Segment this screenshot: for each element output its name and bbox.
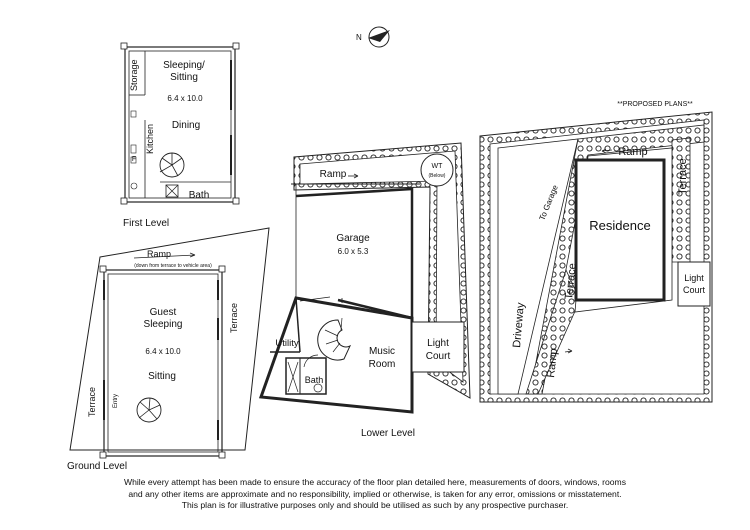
first-room-name: Sleeping/: [163, 60, 205, 71]
ground-spiral-stair-icon: [136, 397, 162, 423]
lower-ramp-label: Ramp: [320, 169, 347, 180]
ground-ramp-arrow-icon: [189, 252, 196, 258]
proposed-terrace-mid-label: Terrace: [563, 263, 579, 301]
residence-label: Residence: [589, 218, 650, 233]
ground-ramp-label: Ramp: [147, 249, 171, 259]
ground-room-name-2: Sleeping: [144, 319, 183, 330]
first-room-name-2: Sitting: [170, 72, 198, 83]
garage-walls: [295, 187, 414, 320]
ground-ramp-note: (down from terrace to vehicle area): [134, 263, 212, 269]
proposed-terrace-right-label: Terrace: [677, 158, 689, 195]
disclaimer-line-2: and any other items are approximate and …: [128, 488, 622, 499]
proposed-court-label: Court: [683, 285, 706, 295]
lower-bath-label: Bath: [305, 375, 324, 385]
first-dining-label: Dining: [172, 120, 200, 131]
lower-light-label: Light: [427, 338, 449, 349]
proposed-ramp-bottom-arrow-icon: [567, 348, 573, 354]
first-level-title: First Level: [123, 218, 169, 229]
music-room-walls: [258, 296, 414, 414]
residence-block: [574, 158, 666, 302]
water-tank-icon: [420, 153, 454, 187]
ground-terrace-left-label: Terrace: [87, 387, 97, 417]
first-bath-label: Bath: [189, 190, 210, 201]
ground-level-site-outline: [69, 227, 270, 451]
ground-level-room-outline: [103, 269, 223, 457]
lower-ramp-arrow-icon: [353, 173, 359, 179]
disclaimer-line-3: This plan is for illustrative purposes o…: [181, 500, 569, 510]
lower-light-court: [411, 321, 465, 373]
ground-sitting-label: Sitting: [148, 371, 176, 382]
proposed-ramp-top-arrow-icon: [601, 148, 607, 154]
proposed-light-label: Light: [684, 273, 704, 283]
wt-label: WT: [432, 163, 444, 170]
proposed-light-court: [677, 261, 711, 307]
disclaimer-line-1: While every attempt has been made to ens…: [123, 477, 627, 487]
first-level-outline: [124, 46, 236, 203]
garage-size: 6.0 x 5.3: [338, 247, 369, 256]
proposed-plans-title: **PROPOSED PLANS**: [617, 101, 693, 108]
first-room-size: 6.4 x 10.0: [167, 94, 203, 103]
proposed-plans: **PROPOSED PLANS** Ramp Terrace To Garag…: [479, 101, 713, 403]
lower-spiral-stair-icon: [317, 319, 352, 361]
lower-level-title: Lower Level: [361, 428, 415, 439]
first-fridge-label: F: [132, 156, 136, 163]
utility-label: Utility: [275, 338, 298, 349]
wt-note: (Below): [429, 173, 446, 179]
ground-terrace-right-label: Terrace: [229, 303, 239, 333]
north-compass-icon: N: [356, 26, 390, 48]
lower-court-label: Court: [426, 351, 451, 362]
bath-fixture-icon: [165, 184, 179, 198]
ground-entry-label: Entry: [113, 394, 119, 408]
toilet-icon: [130, 182, 138, 190]
proposed-ramp-bottom-label: Ramp: [545, 348, 560, 378]
first-storage-label: Storage: [129, 59, 139, 91]
basin-icon: [313, 383, 323, 393]
proposed-ramp-top-label: Ramp: [618, 146, 647, 158]
lower-level-plan: Ramp WT (Below) Garage 6.0 x 5.3 Utility…: [258, 142, 471, 439]
first-kitchen-label: Kitchen: [145, 124, 155, 154]
driveway-label: Driveway: [511, 302, 527, 349]
first-level-plan: Storage Sleeping/ Sitting 6.4 x 10.0 Din…: [120, 42, 240, 229]
ground-room-size: 6.4 x 10.0: [145, 347, 181, 356]
ground-level-title: Ground Level: [67, 461, 127, 472]
disclaimer: While every attempt has been made to ens…: [70, 477, 680, 512]
music-label: Music: [369, 346, 395, 357]
ground-level-plan: Ramp (down from terrace to vehicle area)…: [67, 227, 270, 472]
ground-room-name: Guest: [150, 307, 177, 318]
garage-label: Garage: [336, 233, 370, 244]
music-room-label: Room: [369, 359, 396, 370]
compass-label: N: [356, 33, 362, 42]
